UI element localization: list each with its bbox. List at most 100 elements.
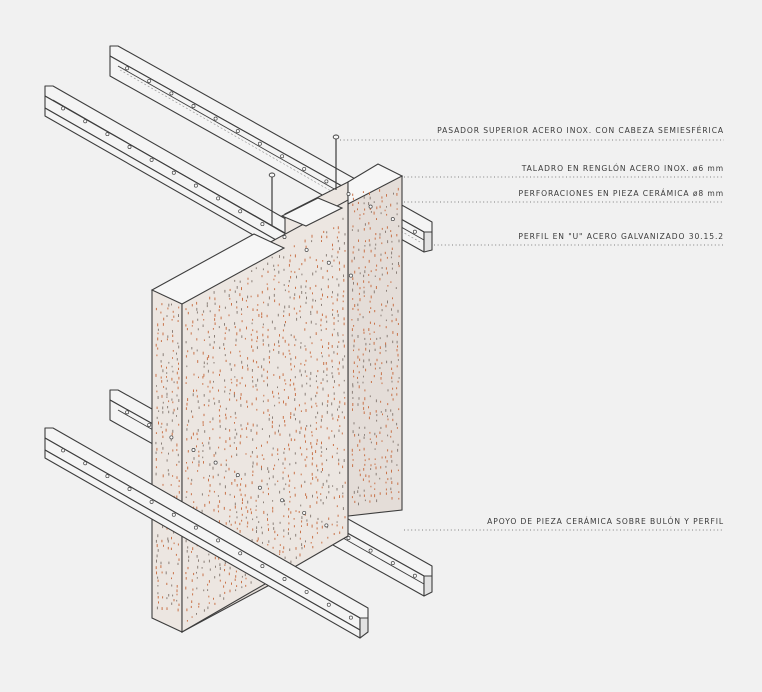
perforation-dot bbox=[267, 335, 269, 339]
callout-label-perforaciones: PERFORACIONES EN PIEZA CERÁMICA ø8 mm bbox=[518, 189, 724, 198]
perforation-dot bbox=[365, 347, 367, 351]
perforation-dot bbox=[172, 350, 174, 352]
perforation-dot bbox=[381, 456, 383, 459]
bolt-hole bbox=[304, 589, 309, 594]
perforation-dot bbox=[274, 530, 276, 534]
perforation-dot bbox=[235, 416, 237, 419]
perforation-dot bbox=[352, 251, 354, 254]
perforation-dot bbox=[321, 462, 323, 466]
perforation-dot bbox=[343, 391, 345, 394]
perforation-dot bbox=[206, 362, 208, 365]
perforation-dot bbox=[218, 309, 220, 312]
perforation-dot bbox=[157, 592, 159, 595]
perforation-dot bbox=[230, 523, 232, 526]
perforation-dot bbox=[208, 355, 210, 358]
perforation-dot bbox=[293, 307, 295, 310]
perforation-dot bbox=[376, 499, 378, 503]
perforation-dot bbox=[196, 577, 198, 579]
perforation-dot bbox=[234, 411, 236, 415]
perforation-dot bbox=[386, 471, 387, 475]
perforation-dot bbox=[300, 426, 302, 430]
perforation-dot bbox=[379, 324, 381, 327]
perforation-dot bbox=[156, 416, 158, 419]
perforation-dot bbox=[375, 286, 377, 289]
perforation-dot bbox=[161, 380, 163, 383]
perforation-dot bbox=[197, 360, 199, 363]
perforation-dot bbox=[229, 520, 230, 523]
perforation-dot bbox=[391, 308, 392, 311]
perforation-dot bbox=[310, 310, 312, 314]
perforation-dot bbox=[230, 378, 232, 381]
perforation-dot bbox=[266, 370, 268, 373]
perforation-dot bbox=[294, 387, 296, 391]
perforation-dot bbox=[209, 437, 211, 440]
perforation-dot bbox=[343, 344, 345, 348]
perforation-dot bbox=[397, 353, 399, 357]
perforation-dot bbox=[155, 432, 157, 434]
perforation-dot bbox=[331, 296, 333, 298]
perforation-dot bbox=[212, 356, 214, 359]
perforation-dot bbox=[325, 315, 327, 319]
perforation-dot bbox=[202, 324, 204, 327]
perforation-dot bbox=[155, 539, 157, 543]
perforation-dot bbox=[284, 448, 286, 450]
perforation-dot bbox=[352, 464, 354, 467]
perforation-dot bbox=[304, 258, 306, 262]
perforation-dot bbox=[208, 580, 210, 583]
perforation-dot bbox=[359, 439, 361, 443]
perforation-dot bbox=[331, 402, 333, 406]
perforation-dot bbox=[168, 400, 170, 403]
perforation-dot bbox=[241, 586, 243, 589]
perforation-dot bbox=[170, 484, 172, 486]
perforation-dot bbox=[363, 407, 365, 410]
perforation-dot bbox=[225, 581, 226, 584]
perforation-dot bbox=[203, 365, 205, 368]
perforation-dot bbox=[158, 421, 159, 425]
perforation-dot bbox=[271, 320, 273, 324]
perforation-dot bbox=[156, 571, 157, 575]
perforation-dot bbox=[338, 415, 340, 418]
perforation-dot bbox=[376, 337, 378, 340]
perforation-dot bbox=[244, 494, 246, 497]
perforation-dot bbox=[166, 338, 168, 341]
perforation-dot bbox=[166, 607, 168, 610]
perforation-dot bbox=[327, 394, 329, 397]
perforation-dot bbox=[193, 572, 195, 576]
perforation-dot bbox=[198, 376, 199, 379]
perforation-dot bbox=[236, 332, 238, 336]
perforation-dot bbox=[268, 540, 270, 543]
perforation-dot bbox=[167, 539, 169, 543]
perforation-dot bbox=[241, 320, 243, 323]
perforation-dot bbox=[386, 206, 387, 208]
perforation-dot bbox=[339, 495, 340, 498]
perforation-dot bbox=[197, 429, 199, 432]
perforation-dot bbox=[370, 270, 372, 273]
perforation-dot bbox=[229, 429, 231, 432]
perforation-dot bbox=[338, 372, 340, 375]
perforation-dot bbox=[176, 476, 178, 479]
perforation-dot bbox=[391, 459, 393, 463]
perforation-dot bbox=[224, 323, 225, 326]
perforation-dot bbox=[198, 454, 200, 457]
perforation-dot bbox=[196, 506, 198, 510]
perforation-dot bbox=[294, 487, 296, 489]
perforation-dot bbox=[278, 281, 280, 284]
perforation-dot bbox=[252, 465, 254, 468]
perforation-dot bbox=[231, 582, 232, 585]
perforation-dot bbox=[247, 277, 249, 280]
perforation-dot bbox=[274, 464, 276, 467]
perforation-dot bbox=[396, 271, 397, 274]
perforation-dot bbox=[392, 413, 394, 416]
bolt-hole bbox=[304, 247, 309, 252]
perforation-dot bbox=[354, 210, 356, 213]
perforation-dot bbox=[252, 470, 254, 473]
perforation-dot bbox=[261, 428, 263, 430]
perforation-dot bbox=[246, 326, 247, 330]
perforation-dot bbox=[278, 458, 279, 461]
perforation-dot bbox=[161, 394, 163, 398]
perforation-dot bbox=[332, 248, 334, 251]
perforation-dot bbox=[256, 424, 258, 427]
perforation-dot bbox=[185, 382, 187, 384]
perforation-dot bbox=[252, 385, 254, 388]
perforation-dot bbox=[390, 430, 392, 433]
